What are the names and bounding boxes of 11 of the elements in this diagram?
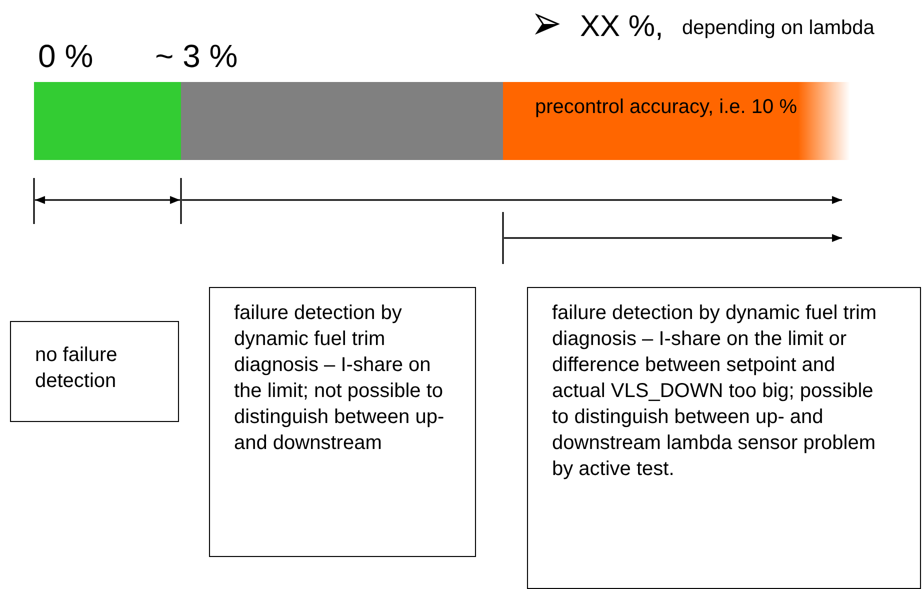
note-text: precontrol accuracy, i.e. 10 %	[535, 95, 797, 120]
value-label: XX %,	[580, 9, 664, 45]
scale-value: 0 %	[38, 37, 94, 76]
text-box	[10, 321, 179, 422]
description-text: failure detection by dynamic fuel trim diagnosis – I-share on the limit; not possible to distinguish between up- and downstream	[234, 301, 446, 456]
text-box	[527, 287, 921, 589]
description-text: no failure detection	[35, 343, 118, 394]
note-text: depending on lambda	[682, 16, 876, 41]
description-text: failure detection by dynamic fuel trim diagnosis – I-share on the limit or difference between setpoint and actual VLS_DOWN too big; possible to distinguish between up- and downstream lambda sensor problem by active test.	[552, 301, 878, 482]
text-box	[209, 287, 476, 557]
scale-value: ~ 3 %	[155, 37, 238, 76]
